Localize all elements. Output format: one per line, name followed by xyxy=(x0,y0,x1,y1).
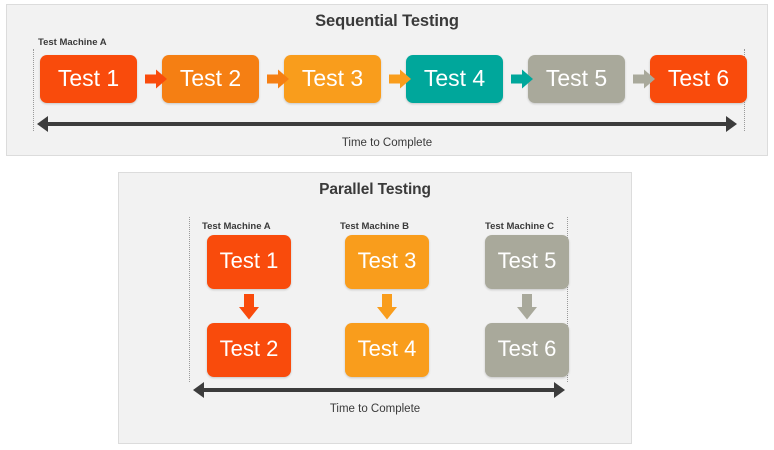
sequential-test-box-5[interactable]: Test 5 xyxy=(528,55,625,103)
parallel-machine-c-test-box-bottom-label: Test 6 xyxy=(497,336,557,361)
parallel-time-axis-arrowhead-right-icon xyxy=(554,382,565,398)
parallel-machine-a-test-box-bottom-label: Test 2 xyxy=(219,336,279,361)
parallel-machine-a-test-box-top[interactable]: Test 1 xyxy=(207,235,291,289)
sequential-test-box-5-label: Test 5 xyxy=(545,64,608,91)
parallel-machine-c-test-box-bottom[interactable]: Test 6 xyxy=(485,323,569,377)
sequential-time-axis-arrowhead-left-icon xyxy=(37,116,48,132)
sequential-test-box-2[interactable]: Test 2 xyxy=(162,55,259,103)
parallel-machine-c-test-box-top-label: Test 5 xyxy=(497,248,557,273)
parallel-machine-a-test-box-bottom[interactable]: Test 2 xyxy=(207,323,291,377)
parallel-machine-c-test-box-top[interactable]: Test 5 xyxy=(485,235,569,289)
parallel-time-axis xyxy=(193,382,565,398)
parallel-time-axis-arrowhead-left-icon xyxy=(193,382,204,398)
sequential-time-axis xyxy=(37,116,737,132)
sequential-start-boundary-line xyxy=(33,49,34,131)
parallel-machine-b-test-box-bottom-label: Test 4 xyxy=(357,336,417,361)
parallel-end-boundary-line xyxy=(567,217,568,382)
parallel-machine-b-arrow-down-icon xyxy=(376,294,398,320)
sequential-test-box-4-label: Test 4 xyxy=(423,64,486,91)
sequential-time-axis-bar xyxy=(46,122,728,126)
sequential-panel-title: Sequential Testing xyxy=(315,12,459,30)
parallel-panel-title: Parallel Testing xyxy=(319,181,431,198)
parallel-machine-c-label: Test Machine C xyxy=(485,221,554,232)
sequential-test-box-4[interactable]: Test 4 xyxy=(406,55,503,103)
parallel-time-label: Time to Complete xyxy=(329,403,421,415)
parallel-machine-b-label: Test Machine B xyxy=(340,221,409,232)
sequential-machine-a-label: Test Machine A xyxy=(38,37,107,48)
parallel-machine-a-arrow-down-icon xyxy=(238,294,260,320)
sequential-test-box-1-label: Test 1 xyxy=(57,64,120,91)
parallel-machine-c-arrow-down-icon xyxy=(516,294,538,320)
sequential-test-box-6-label: Test 6 xyxy=(667,64,730,91)
sequential-arrow-right-icon-3 xyxy=(389,69,411,89)
sequential-test-box-2-label: Test 2 xyxy=(179,64,242,91)
parallel-machine-b-test-box-bottom[interactable]: Test 4 xyxy=(345,323,429,377)
parallel-machine-a-label: Test Machine A xyxy=(202,221,271,232)
sequential-time-label: Time to Complete xyxy=(341,137,433,149)
sequential-arrow-right-icon-2 xyxy=(267,69,289,89)
sequential-arrow-right-icon-1 xyxy=(145,69,167,89)
parallel-machine-b-test-box-top[interactable]: Test 3 xyxy=(345,235,429,289)
sequential-testing-panel: Sequential Testing Test Machine A Test 1… xyxy=(6,4,768,156)
parallel-machine-b-test-box-top-label: Test 3 xyxy=(357,248,417,273)
sequential-arrow-right-icon-4 xyxy=(511,69,533,89)
sequential-test-box-3-label: Test 3 xyxy=(301,64,364,91)
parallel-time-axis-bar xyxy=(202,388,556,392)
sequential-arrow-right-icon-5 xyxy=(633,69,655,89)
sequential-test-box-6[interactable]: Test 6 xyxy=(650,55,747,103)
sequential-time-axis-arrowhead-right-icon xyxy=(726,116,737,132)
sequential-test-box-3[interactable]: Test 3 xyxy=(284,55,381,103)
parallel-start-boundary-line xyxy=(189,217,190,382)
parallel-machine-a-test-box-top-label: Test 1 xyxy=(219,248,279,273)
parallel-testing-panel: Parallel Testing Test Machine A Test 1 T… xyxy=(118,172,632,444)
sequential-test-box-1[interactable]: Test 1 xyxy=(40,55,137,103)
